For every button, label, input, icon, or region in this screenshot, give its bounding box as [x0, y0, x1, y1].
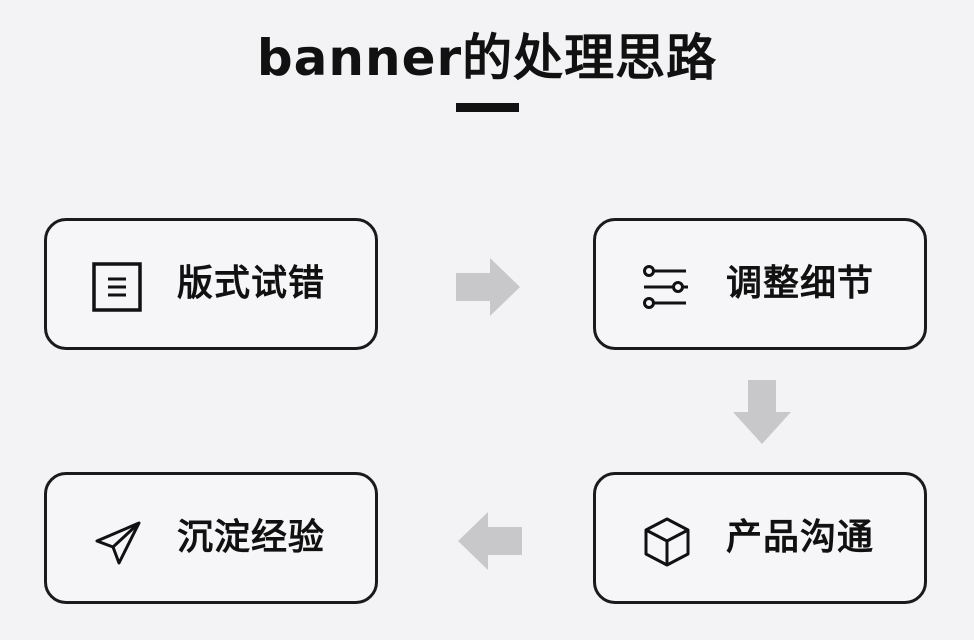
- step-label: 沉淀经验: [177, 517, 326, 558]
- paper-plane-icon: [95, 521, 141, 565]
- cube-icon: [644, 517, 690, 567]
- arrow-right-icon: [456, 258, 520, 316]
- step-layout-trial: 版式试错: [44, 218, 378, 350]
- step-label: 产品沟通: [726, 517, 875, 558]
- step-product-communication: 产品沟通: [593, 472, 927, 604]
- sliders-icon: [643, 265, 688, 309]
- document-list-icon: [92, 262, 142, 312]
- step-label: 版式试错: [177, 263, 326, 304]
- page-title: banner的处理思路: [256, 29, 718, 87]
- arrow-left-icon: [458, 512, 522, 570]
- step-adjust-details: 调整细节: [593, 218, 927, 350]
- step-accumulate-experience: 沉淀经验: [44, 472, 378, 604]
- title-underline: [456, 103, 519, 112]
- step-label: 调整细节: [726, 263, 875, 304]
- arrow-down-icon: [733, 380, 791, 444]
